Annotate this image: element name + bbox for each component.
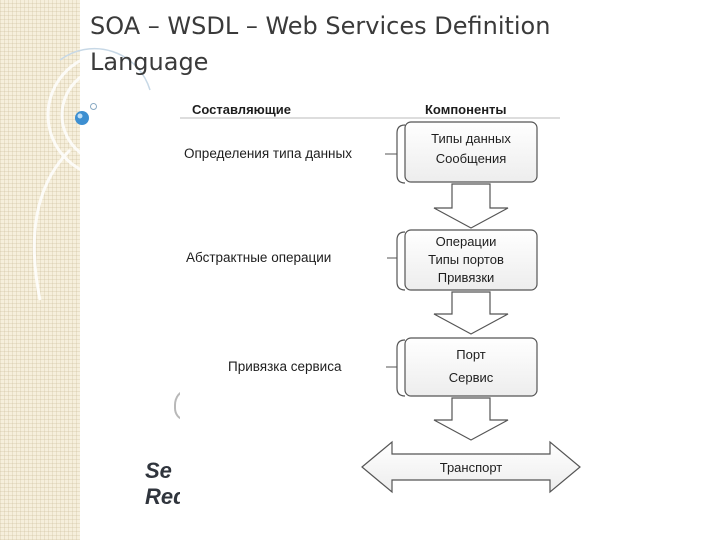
- components-box: [404, 229, 538, 291]
- component-item: Привязки: [438, 270, 495, 285]
- components-box: [404, 337, 538, 397]
- group-service-binding: Привязка сервиса Порт Сервис: [228, 337, 538, 397]
- group-data-type-definitions: Определения типа данных Типы данных Сооб…: [184, 121, 538, 184]
- component-item: Типы данных: [431, 131, 511, 146]
- group-abstract-operations: Абстрактные операции Операции Типы порто…: [186, 229, 538, 291]
- title-line-2: Language: [90, 48, 209, 76]
- component-item: Порт: [456, 347, 486, 362]
- transport-label: Транспорт: [440, 460, 503, 475]
- title-line-1: SOA – WSDL – Web Services Definition: [90, 12, 551, 40]
- double-arrow-icon: [361, 440, 581, 494]
- left-column-header: Составляющие: [192, 102, 291, 117]
- down-arrow-icon: [433, 397, 509, 441]
- components-box: [404, 121, 538, 183]
- bullet-marker: [90, 103, 97, 110]
- down-arrow-icon: [433, 183, 509, 229]
- component-item: Операции: [436, 234, 497, 249]
- hidden-caption-line-2: Req: [145, 484, 187, 509]
- component-item: Сервис: [449, 370, 494, 385]
- group-label: Привязка сервиса: [228, 359, 342, 374]
- transport-double-arrow: Транспорт: [361, 440, 581, 494]
- component-item: Сообщения: [436, 151, 507, 166]
- down-arrow-icon: [433, 291, 509, 335]
- group-label: Абстрактные операции: [186, 250, 331, 265]
- component-item: Типы портов: [428, 252, 504, 267]
- decorative-side-strip: [0, 0, 80, 540]
- right-column-header: Компоненты: [425, 102, 507, 117]
- group-label: Определения типа данных: [184, 146, 352, 161]
- hidden-caption-line-1: Se: [145, 458, 172, 483]
